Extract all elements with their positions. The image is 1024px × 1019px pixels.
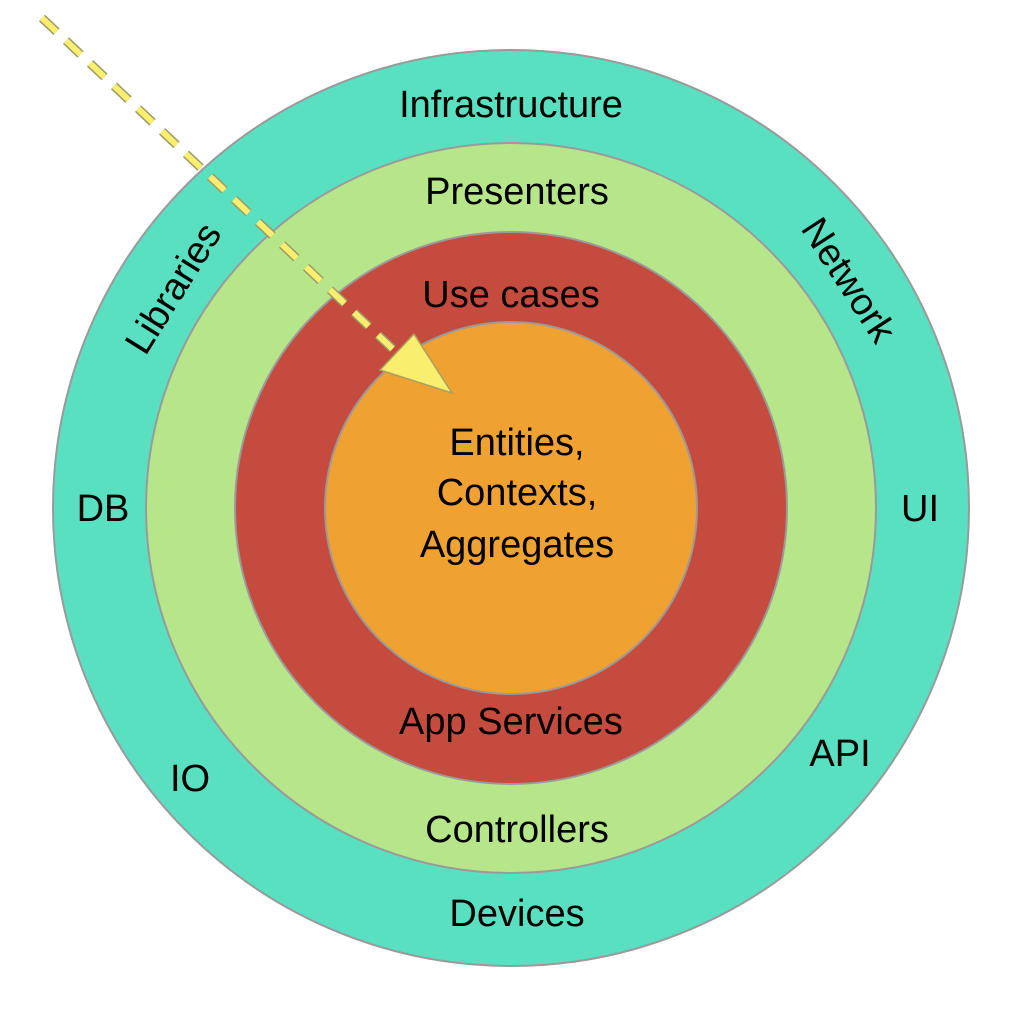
devices-label: Devices (449, 893, 584, 935)
presenters-label: Presenters (425, 171, 609, 213)
use-cases-label: Use cases (422, 274, 599, 316)
io-label: IO (170, 758, 210, 800)
ui-label: UI (901, 488, 939, 530)
dependency-arrow (38, 14, 454, 395)
app-services-label: App Services (399, 701, 623, 743)
db-label: DB (77, 488, 130, 530)
core-label-line-2: Contexts, (437, 472, 598, 514)
core-label-line-3: Aggregates (420, 524, 614, 566)
controllers-label: Controllers (425, 809, 609, 851)
api-label: API (809, 733, 870, 775)
dependency-arrow-shaft (39, 15, 399, 355)
domain-core-circle (324, 321, 698, 695)
dependency-arrow-head (378, 332, 454, 395)
core-label-line-1: Entities, (449, 422, 584, 464)
infrastructure-label: Infrastructure (399, 84, 623, 126)
